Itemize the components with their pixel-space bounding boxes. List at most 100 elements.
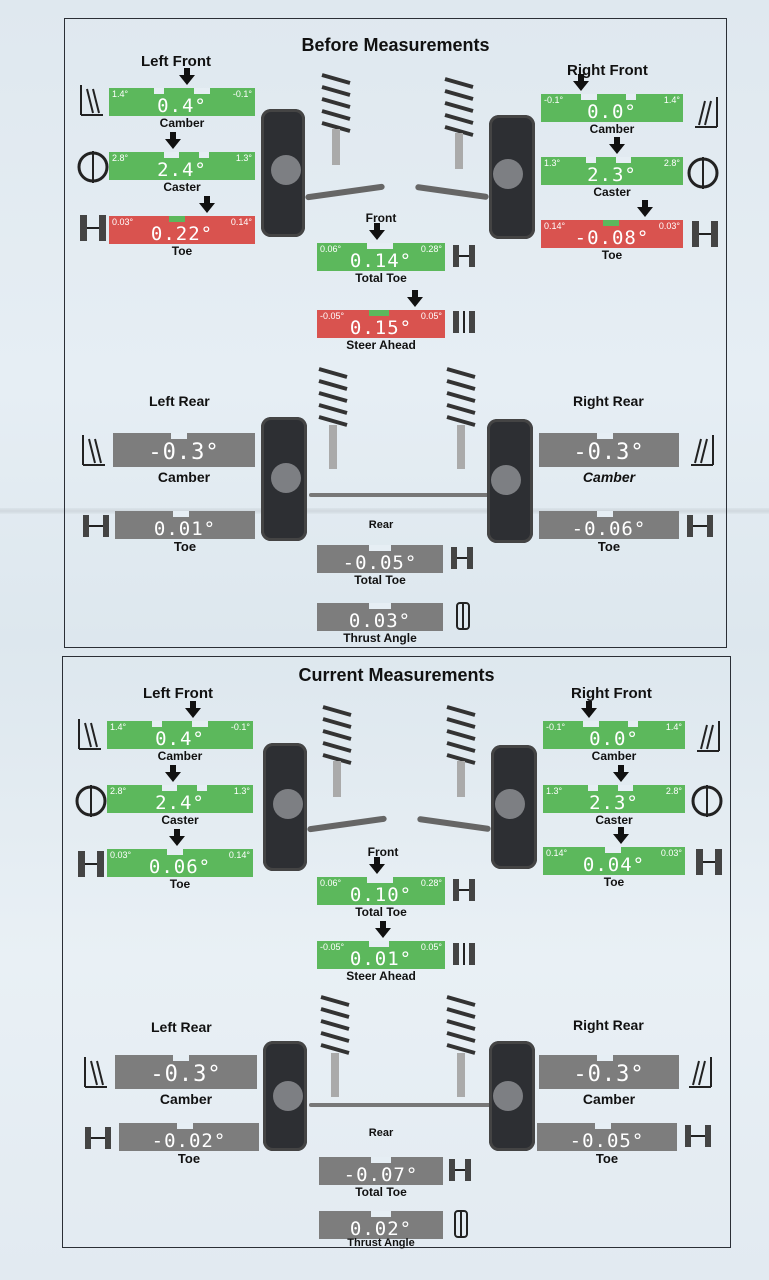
- gauge-caption: Thrust Angle: [343, 631, 417, 645]
- gauge-min: 0.03°: [112, 217, 134, 227]
- gauge-value: -0.3°: [573, 440, 645, 465]
- gauge-min: -0.05°: [320, 311, 345, 321]
- left-front-spring: [322, 705, 352, 797]
- gauge-min: 1.3°: [544, 158, 561, 168]
- lr-camber-gauge: -0.3° Camber: [115, 1055, 257, 1107]
- gauge-caption: Camber: [582, 469, 636, 485]
- before-measurements-panel: Before Measurements Left Front Right Fro…: [64, 18, 727, 648]
- gauge-value: 0.22°: [150, 223, 214, 245]
- gauge-max: 0.14°: [228, 850, 250, 860]
- gauge-caption: Toe: [595, 1151, 619, 1166]
- steer-ahead-icon: [453, 311, 475, 333]
- toe-icon: [696, 849, 722, 875]
- gauge-value: 0.06°: [148, 856, 212, 878]
- left-rear-hub: [273, 1081, 303, 1111]
- camber-icon: [80, 85, 103, 116]
- gauge-value: 0.4°: [155, 728, 205, 750]
- camber-icon: [84, 1057, 107, 1088]
- rf-toe-gauge: 0.14° 0.03° 0.04° Toe: [543, 827, 685, 889]
- rr-toe-gauge: -0.05° Toe: [537, 1123, 677, 1166]
- gauge-caption: Thrust Angle: [347, 1237, 415, 1249]
- gauge-min: 0.14°: [544, 221, 566, 231]
- gauge-max: 0.03°: [660, 848, 682, 858]
- gauge-min: 1.4°: [110, 722, 127, 732]
- right-front-control-arm: [416, 815, 492, 833]
- gauge-caption: Steer Ahead: [346, 969, 416, 983]
- gauge-max: 2.8°: [663, 158, 680, 168]
- gauge-caption: Toe: [169, 877, 191, 891]
- toe-icon: [685, 1125, 711, 1147]
- gauge-value: -0.08°: [574, 227, 650, 249]
- gauge-value: 2.3°: [587, 164, 637, 186]
- gauge-value: 0.01°: [349, 948, 413, 970]
- toe-icon: [80, 215, 106, 241]
- lr-toe-gauge: 0.01° Toe: [115, 511, 255, 554]
- gauge-max: -0.1°: [230, 722, 250, 732]
- right-rear-hub: [493, 1081, 523, 1111]
- rf-camber-gauge: -0.1° 1.4° 0.0° Camber: [543, 701, 685, 763]
- right-front-spring: [446, 705, 476, 797]
- lf-camber-gauge: 1.4° -0.1° 0.4° Camber: [109, 68, 255, 130]
- gauge-min: 0.06°: [320, 244, 342, 254]
- front-total-toe-gauge: 0.06° 0.28° 0.14° Total Toe: [317, 223, 445, 285]
- gauge-value: 0.14°: [349, 250, 413, 272]
- left-rear-spring: [318, 367, 348, 469]
- rear-axle-link: [309, 493, 493, 497]
- rear-total-toe-gauge: -0.05° Total Toe: [317, 545, 443, 587]
- gauge-max: 1.3°: [233, 786, 250, 796]
- thrust-angle-icon: [456, 602, 470, 630]
- gauge-value: -0.07°: [343, 1164, 419, 1186]
- current-measurements-panel: Current Measurements Left Front Right Fr…: [62, 656, 731, 1249]
- gauge-caption: Toe: [597, 539, 621, 554]
- right-front-hub: [495, 789, 525, 819]
- total-toe-icon: [449, 1159, 471, 1181]
- right-rear-label: Right Rear: [573, 393, 644, 409]
- left-front-hub: [271, 155, 301, 185]
- camber-icon: [82, 435, 105, 466]
- thrust-angle-gauge: 0.03° Thrust Angle: [317, 603, 443, 645]
- gauge-caption: Total Toe: [355, 271, 407, 285]
- front-label: Front: [367, 845, 399, 859]
- toe-icon: [85, 1127, 111, 1149]
- gauge-value: 0.10°: [349, 884, 413, 906]
- gauge-min: 1.3°: [546, 786, 563, 796]
- gauge-value: 0.02°: [349, 1218, 413, 1240]
- total-toe-icon: [453, 245, 475, 267]
- gauge-max: 1.4°: [663, 95, 680, 105]
- gauge-max: 0.28°: [420, 244, 442, 254]
- rf-toe-gauge: 0.14° 0.03° -0.08° Toe: [541, 200, 683, 262]
- gauge-max: 0.28°: [420, 878, 442, 888]
- steer-ahead-gauge: -0.05° 0.05° 0.15° Steer Ahead: [317, 290, 445, 352]
- lr-camber-gauge: -0.3° Camber: [113, 433, 255, 485]
- gauge-value: 2.3°: [589, 792, 639, 814]
- left-front-control-arm: [304, 183, 386, 201]
- gauge-value: 0.01°: [153, 518, 217, 540]
- left-rear-hub: [271, 463, 301, 493]
- gauge-value: 0.0°: [589, 728, 639, 750]
- right-rear-label: Right Rear: [573, 1017, 644, 1033]
- gauge-min: 0.06°: [320, 878, 342, 888]
- gauge-caption: Camber: [159, 116, 205, 130]
- right-front-control-arm: [414, 183, 490, 201]
- gauge-min: 1.4°: [112, 89, 129, 99]
- gauge-value: -0.05°: [569, 1130, 645, 1152]
- caster-icon: [687, 157, 719, 189]
- gauge-value: 0.0°: [587, 101, 637, 123]
- camber-icon: [695, 97, 718, 128]
- gauge-caption: Toe: [603, 875, 625, 889]
- gauge-caption: Caster: [595, 813, 633, 827]
- panel-title: Before Measurements: [301, 35, 490, 55]
- panel-title: Current Measurements: [298, 665, 495, 685]
- gauge-value: 0.4°: [157, 95, 207, 117]
- toe-icon: [78, 851, 104, 877]
- gauge-min: -0.1°: [546, 722, 566, 732]
- rear-label: Rear: [368, 519, 394, 531]
- right-front-label: Right Front: [571, 685, 652, 702]
- gauge-caption: Camber: [157, 469, 211, 485]
- toe-icon: [83, 515, 109, 537]
- toe-icon: [692, 221, 718, 247]
- right-rear-hub: [491, 465, 521, 495]
- gauge-caption: Toe: [171, 244, 193, 258]
- lr-toe-gauge: -0.02° Toe: [119, 1123, 259, 1166]
- left-rear-spring: [320, 995, 350, 1097]
